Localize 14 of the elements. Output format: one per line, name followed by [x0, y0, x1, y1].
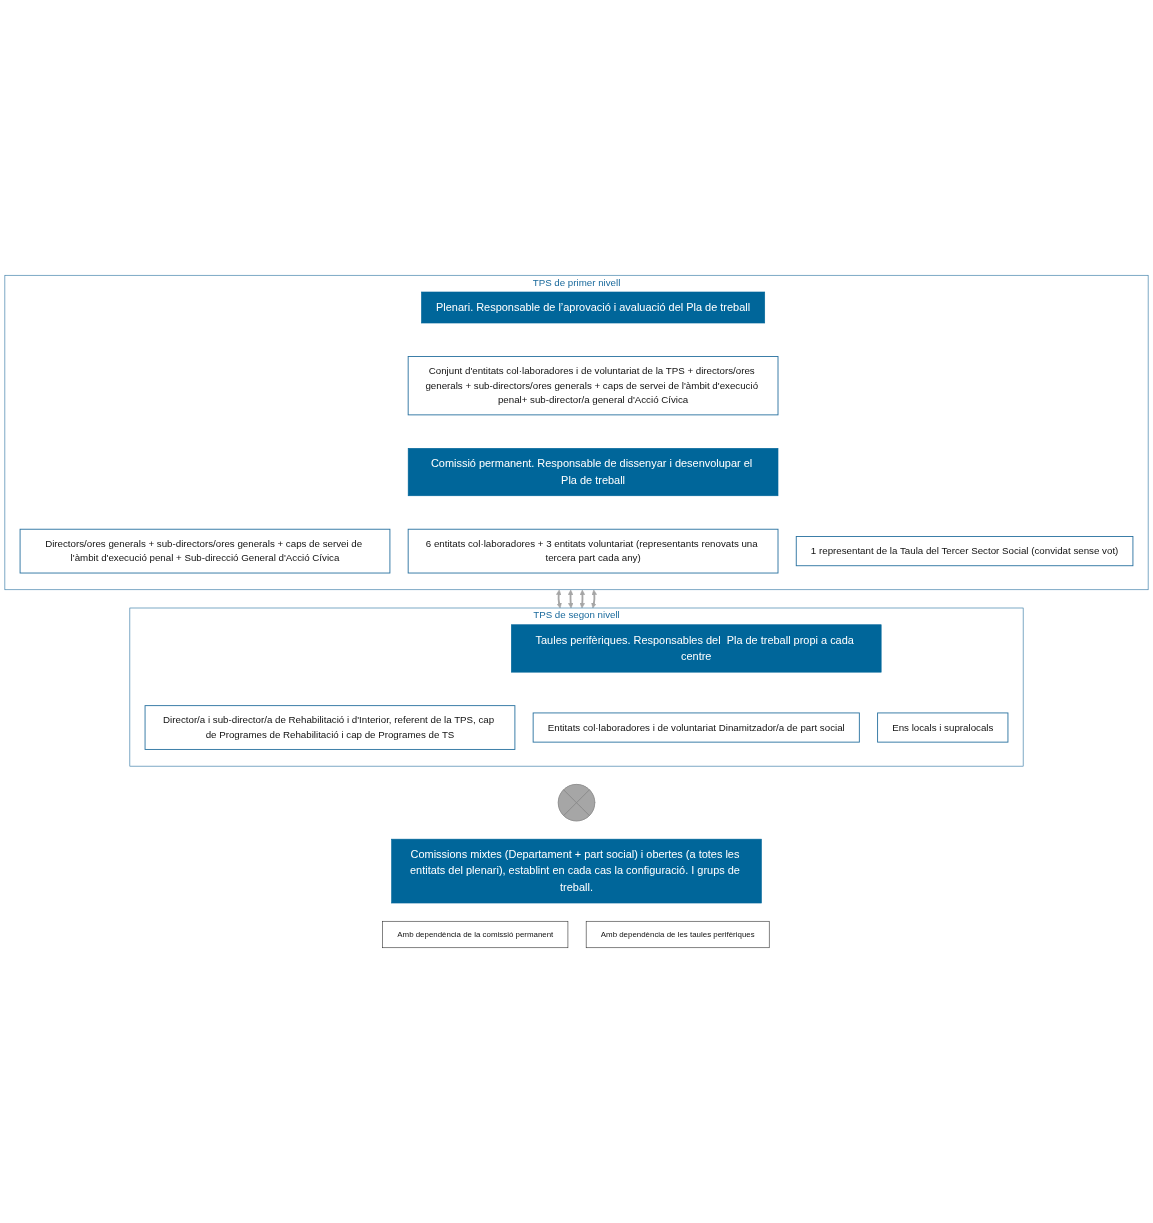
node-box: Conjunt d'entitats col·laboradores i de voluntariat de la TPS + directors/ores generals + sub-directors/ores generals + caps de servei de l'àmbit d'execució penal+ sub-director/a general d'Acció Cívica: [407, 356, 779, 416]
node-box: Plenari. Responsable de l’aprovació i avaluació del Pla de treball: [421, 291, 766, 324]
node-box: Entitats col·laboradores i de voluntariat Dinamitzador/a de part social: [532, 712, 860, 743]
node-box: Comissions mixtes (Departament + part social) i obertes (a totes les entitats del plenari), establint en cada cas la configuració. I grups de treball.: [391, 838, 762, 904]
node-box: Ens locals i supralocals: [877, 712, 1009, 743]
arrow: [556, 589, 562, 609]
arrow: [591, 589, 597, 609]
node-box: 1 representant de la Taula del Tercer Sector Social (convidat sense vot): [795, 536, 1134, 567]
node-box: Comissió permanent. Responsable de dissenyar i desenvolupar el Pla de treball: [407, 448, 779, 497]
node-box: Directors/ores generals + sub-directors/ores generals + caps de servei de l'àmbit d'execució penal + Sub-direcció General d'Acció Cívica: [19, 528, 391, 574]
node-box: Taules perifèriques. Responsables del Pla de treball propi a cada centre: [511, 624, 882, 673]
arrow: [579, 589, 586, 609]
node-box: Director/a i sub-director/a de Rehabilitació i d'Interior, referent de la TPS, cap de Programes de Rehabilitació i cap de Programes de TS: [144, 705, 516, 750]
node-box: 6 entitats col·laboradores + 3 entitats voluntariat (representants renovats una tercera part cada any): [407, 528, 779, 574]
